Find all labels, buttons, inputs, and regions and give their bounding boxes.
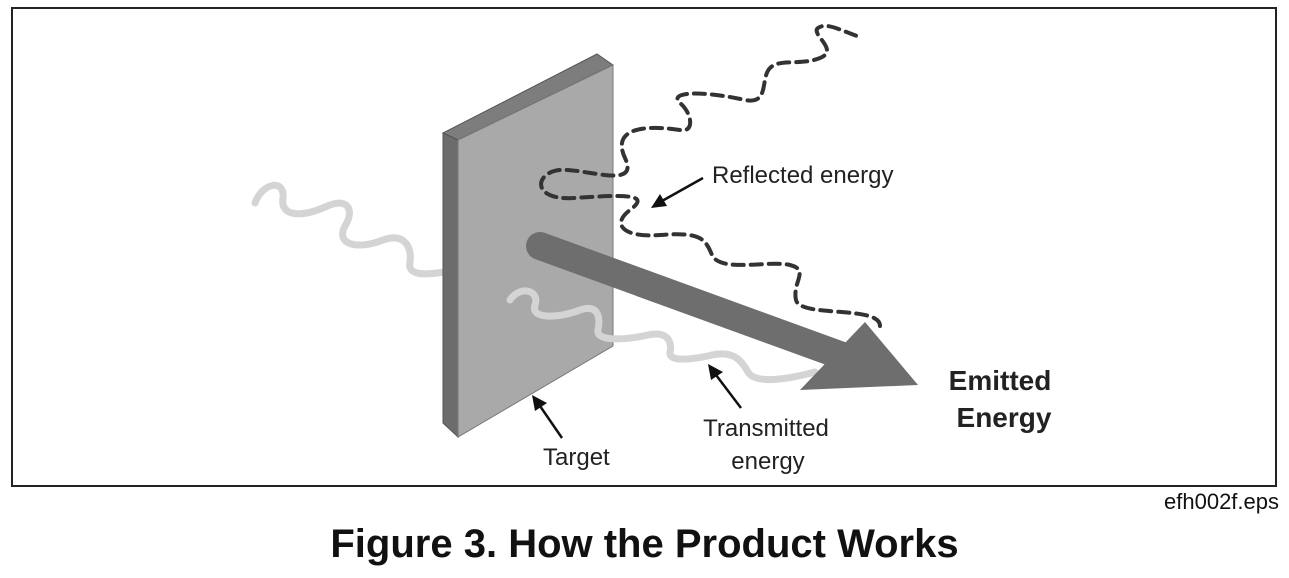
transmitted-energy-label-line2: energy <box>731 448 804 475</box>
reflected-wave <box>539 23 882 328</box>
reflected-energy-label: Reflected energy <box>712 162 893 189</box>
transmitted-pointer-arrow <box>708 364 742 409</box>
transmitted-wave <box>506 287 819 384</box>
emitted-energy-arrow <box>526 232 918 390</box>
emitted-energy-label-line2: Energy <box>957 402 1052 433</box>
target-edge-face <box>442 132 459 439</box>
figure-frame <box>11 7 1277 487</box>
target-pointer-arrow <box>532 395 564 439</box>
target-label: Target <box>543 444 610 471</box>
incoming-wave <box>251 181 449 278</box>
transmitted-energy-label-line1: Transmitted <box>703 415 829 442</box>
file-name-label: efh002f.eps <box>1164 489 1279 514</box>
emitted-energy-label-line1: Emitted <box>949 365 1052 396</box>
reflected-pointer-arrow <box>651 176 704 208</box>
figure-caption: Figure 3. How the Product Works <box>330 522 959 566</box>
